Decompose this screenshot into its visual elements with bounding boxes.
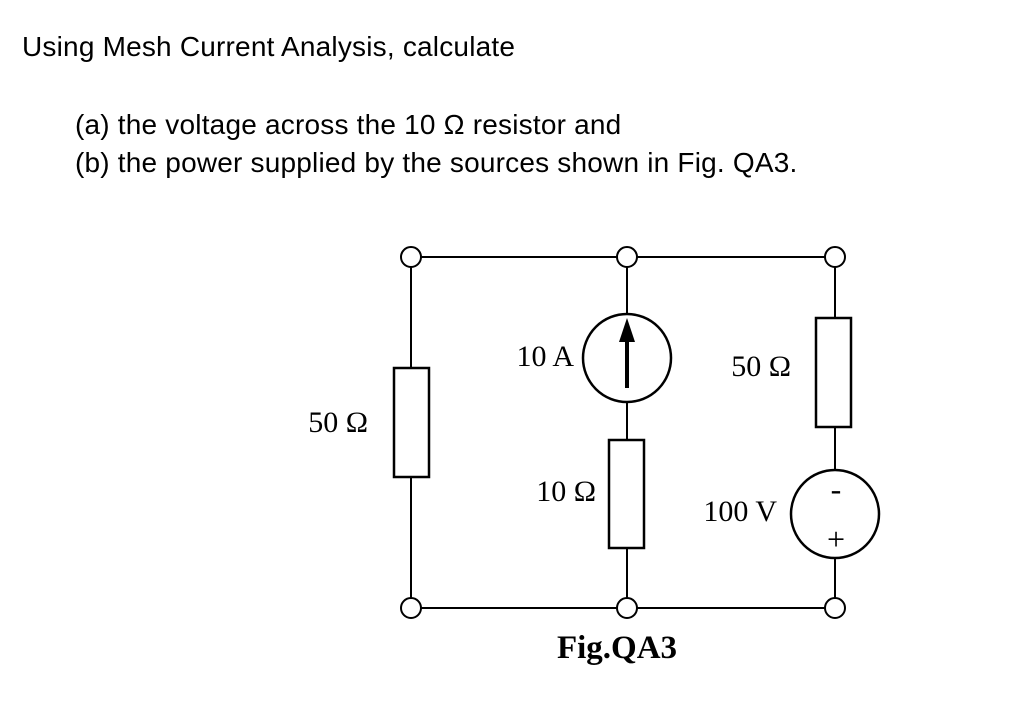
voltage-source-plus-sign: +: [827, 521, 845, 557]
node-top-left: [400, 246, 422, 268]
node-top-middle: [616, 246, 638, 268]
current-source-label: 10 A: [516, 340, 574, 373]
node-top-right: [824, 246, 846, 268]
left-resistor-label: 50 Ω: [308, 406, 368, 439]
question-item-a: (a) the voltage across the 10 Ω resistor…: [75, 109, 622, 140]
voltage-source-minus-sign: -: [831, 471, 842, 507]
voltage-source-label: 100 V: [703, 495, 777, 528]
voltage-source-circle: [789, 468, 881, 560]
question-intro: Using Mesh Current Analysis, calculate: [22, 31, 516, 62]
middle-resistor-label: 10 Ω: [536, 475, 596, 508]
node-bottom-middle: [616, 597, 638, 619]
node-bottom-right: [824, 597, 846, 619]
left-resistor: [392, 366, 431, 479]
current-source-arrow-head: [619, 318, 635, 342]
figure-caption: Fig.QA3: [557, 630, 677, 666]
question-item-b: (b) the power supplied by the sources sh…: [75, 147, 798, 178]
middle-resistor: [607, 438, 646, 550]
node-bottom-left: [400, 597, 422, 619]
right-resistor-label: 50 Ω: [731, 350, 791, 383]
right-resistor: [814, 316, 853, 429]
